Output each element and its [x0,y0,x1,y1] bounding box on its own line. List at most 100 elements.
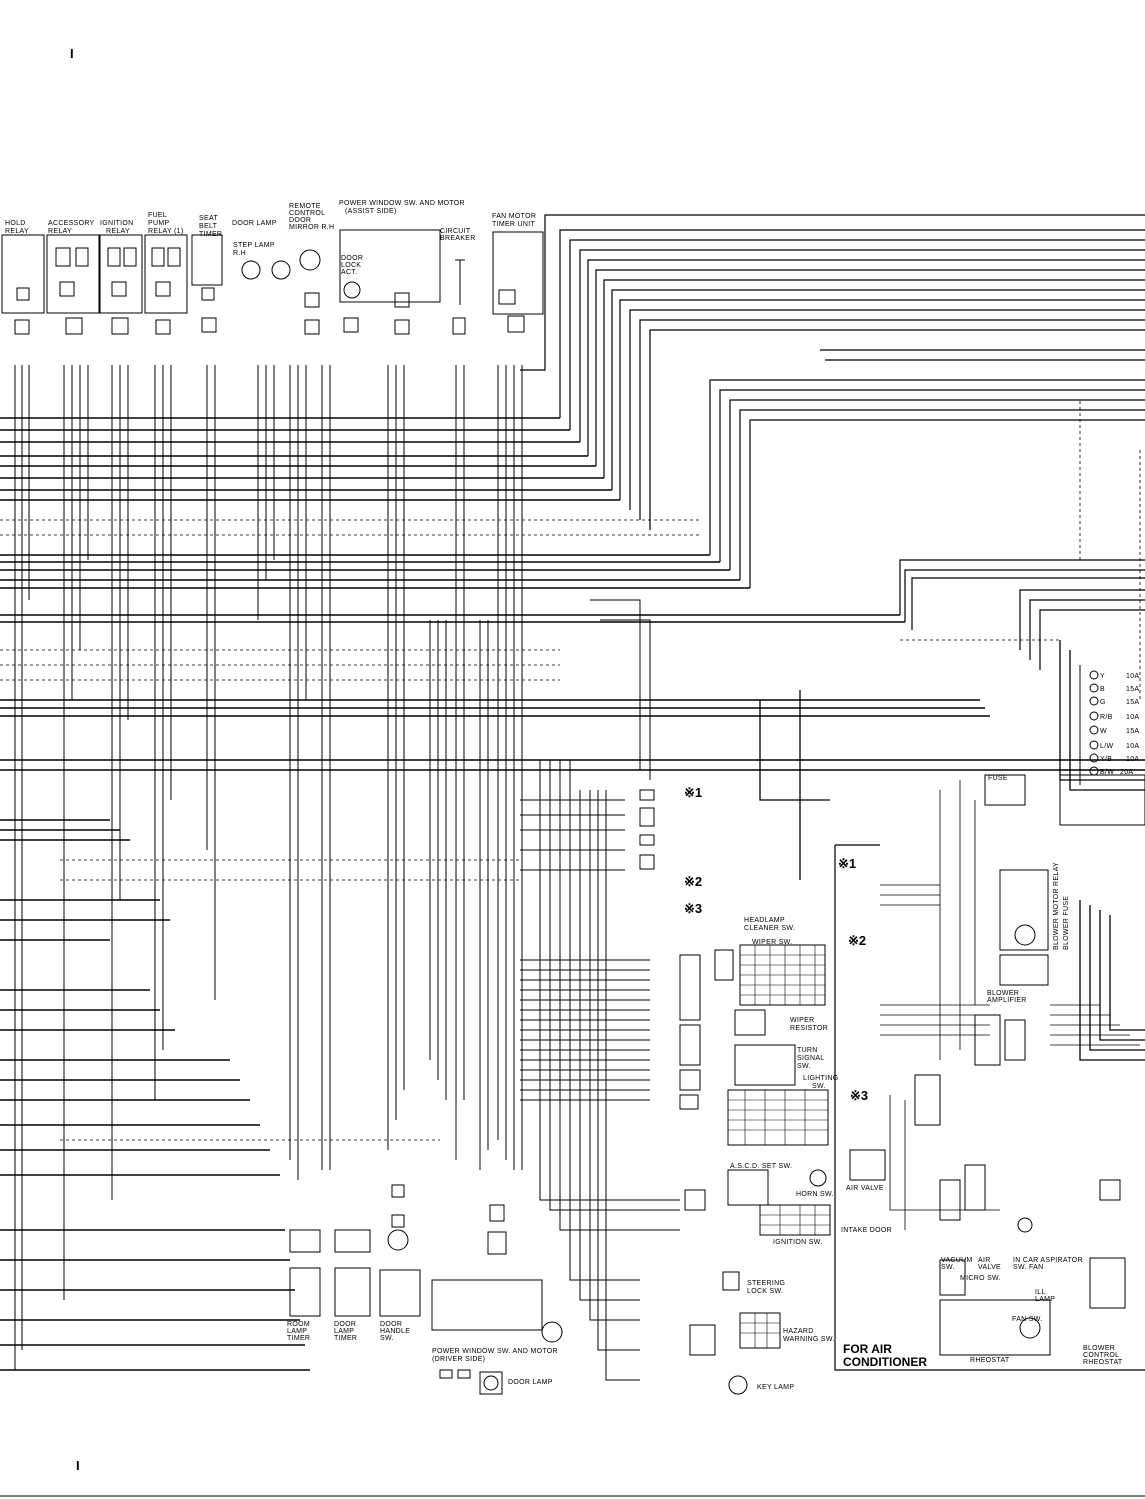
label-steering-lock-2: LOCK SW. [747,1288,783,1295]
label-circuit-breaker-2: BREAKER [440,235,476,242]
label-blower-fuse: BLOWER FUSE [1063,896,1070,950]
label-fuel-pump-relay: FUEL [148,212,167,219]
ac-option-mark-1: ※1 [838,856,856,871]
fuse-rating-1: 10A [1126,673,1139,680]
label-room-lamp-timer: ROOM [287,1321,310,1328]
label-vacuum-sw: VACUUM [941,1257,973,1264]
label-seat-belt-timer-3: TIMER [199,231,222,238]
bottom-left-components [289,1184,563,1395]
wire-code-2: B [1100,686,1105,693]
wire-code-5: W [1100,728,1107,735]
top-components [1,229,544,335]
air-conditioner-section [834,774,1145,1371]
option-mark-3: ※3 [684,901,702,916]
label-power-window-assist: POWER WINDOW SW. AND MOTOR [339,200,465,207]
ac-option-mark-3: ※3 [850,1088,868,1103]
label-power-window-driver-2: (DRIVER SIDE) [432,1356,485,1363]
label-air-valve-2: AIR [978,1257,991,1264]
label-ill-lamp-2: LAMP [1035,1296,1055,1303]
label-door-lamp-timer-3: TIMER [334,1335,357,1342]
corner-mark-bottom: I [76,1458,80,1473]
ignition-relay-box [99,234,143,314]
label-blower-motor-relay: BLOWER MOTOR RELAY [1053,862,1060,950]
label-door-handle-sw-2: HANDLE [380,1328,410,1335]
option-mark-1: ※1 [684,785,702,800]
label-headlamp-cleaner: HEADLAMP [744,917,785,924]
label-fan-sw: FAN SW. [1012,1316,1043,1323]
label-turn-signal: TURN [797,1047,818,1054]
label-door-handle-sw-3: SW. [380,1335,394,1342]
label-headlamp-cleaner-2: CLEANER SW. [744,925,795,932]
label-lighting-sw: LIGHTING [803,1075,838,1082]
fuse-rating-3: 15A [1126,699,1139,706]
label-for-air-conditioner-2: CONDITIONER [843,1355,927,1369]
label-seat-belt-timer: SEAT [199,215,218,222]
wire-code-8: B/W [1100,769,1114,776]
label-vacuum-sw-2: SW. [941,1264,955,1271]
label-remote-control: REMOTE [289,203,321,210]
label-power-window-assist-2: (ASSIST SIDE) [345,208,397,215]
label-blower-amplifier: BLOWER [987,990,1019,997]
label-fuel-pump-relay-3: RELAY (1) [148,228,184,235]
label-step-lamp: STEP LAMP [233,242,275,249]
label-door-lamp-timer: DOOR [334,1321,356,1328]
fuse-rating-4: 10A [1126,714,1139,721]
label-remote-control-4: MIRROR R.H [289,224,334,231]
fuel-pump-relay-box [144,234,188,314]
steering-column-switches [639,789,831,1395]
label-steering-lock: STEERING [747,1280,785,1287]
label-circuit-breaker: CIRCUIT [440,228,471,235]
label-wiper-sw: WIPER SW. [752,939,792,946]
label-accessory-relay: ACCESSORY [48,220,95,227]
label-for-air-conditioner: FOR AIR [843,1342,892,1356]
label-blower-amplifier-2: AMPLIFIER [987,997,1027,1004]
label-room-lamp-timer-2: LAMP [287,1328,307,1335]
bottom-left-labels: ROOM LAMP TIMER DOOR LAMP TIMER DOOR HAN… [287,1321,558,1386]
label-micro-sw: MICRO SW. [960,1275,1001,1282]
label-rheostat: RHEOSTAT [970,1357,1010,1364]
label-door-handle-sw: DOOR [380,1321,402,1328]
label-in-car-aspirator: IN CAR ASPIRATOR [1013,1257,1083,1264]
accessory-relay-box [46,234,100,314]
label-ignition-relay-2: RELAY [106,228,130,235]
label-ignition-relay: IGNITION [100,220,134,227]
fan-motor-timer-box [492,231,544,315]
label-door-lock-2: LOCK [341,262,361,269]
label-door-lock-3: ACT. [341,269,357,276]
label-remote-control-2: CONTROL [289,210,325,217]
label-intake-door: INTAKE DOOR [841,1227,892,1234]
label-door-lamp-bottom: DOOR LAMP [508,1379,553,1386]
label-door-lamp: DOOR LAMP [232,220,277,227]
power-window-assist-box [339,229,441,303]
fuse-rating-2: 15A [1126,686,1139,693]
corner-mark-top: I [70,46,74,61]
label-fuse-ac: FUSE [988,775,1008,782]
label-power-window-driver: POWER WINDOW SW. AND MOTOR [432,1348,558,1355]
label-ignition-sw: IGNITION SW. [773,1239,823,1246]
label-wiper-resistor-2: RESISTOR [790,1025,828,1032]
fuse-rating-5: 15A [1126,728,1139,735]
fuse-rating-7: 10A [1126,756,1139,763]
label-accessory-relay-2: RELAY [48,228,72,235]
label-door-lamp-timer-2: LAMP [334,1328,354,1335]
seat-belt-timer-box [191,234,223,286]
wire-code-4: R/B [1100,714,1113,721]
label-seat-belt-timer-2: BELT [199,223,218,230]
label-turn-signal-3: SW. [797,1063,811,1070]
label-hold-relay: HOLD [5,220,26,227]
label-fan-motor-timer: FAN MOTOR [492,213,536,220]
label-blower-control: BLOWER [1083,1345,1115,1352]
hold-relay-box [1,234,45,314]
fuse-rating-8: 20A [1120,769,1133,776]
ac-labels: FUSE ※1 ※2 ※3 BLOWER AMPLIFIER BLOWER MO… [838,775,1123,1369]
label-horn-sw: HORN SW. [796,1191,834,1198]
wire-harness [0,214,1145,1381]
center-labels: ※1 ※2 ※3 HEADLAMP CLEANER SW. WIPER SW. … [684,785,838,1391]
label-door-lock: DOOR [341,255,363,262]
label-lighting-sw-2: SW. [812,1083,826,1090]
label-hold-relay-2: RELAY [5,228,29,235]
option-mark-2: ※2 [684,874,702,889]
label-wiper-resistor: WIPER [790,1017,814,1024]
label-remote-control-3: DOOR [289,217,311,224]
